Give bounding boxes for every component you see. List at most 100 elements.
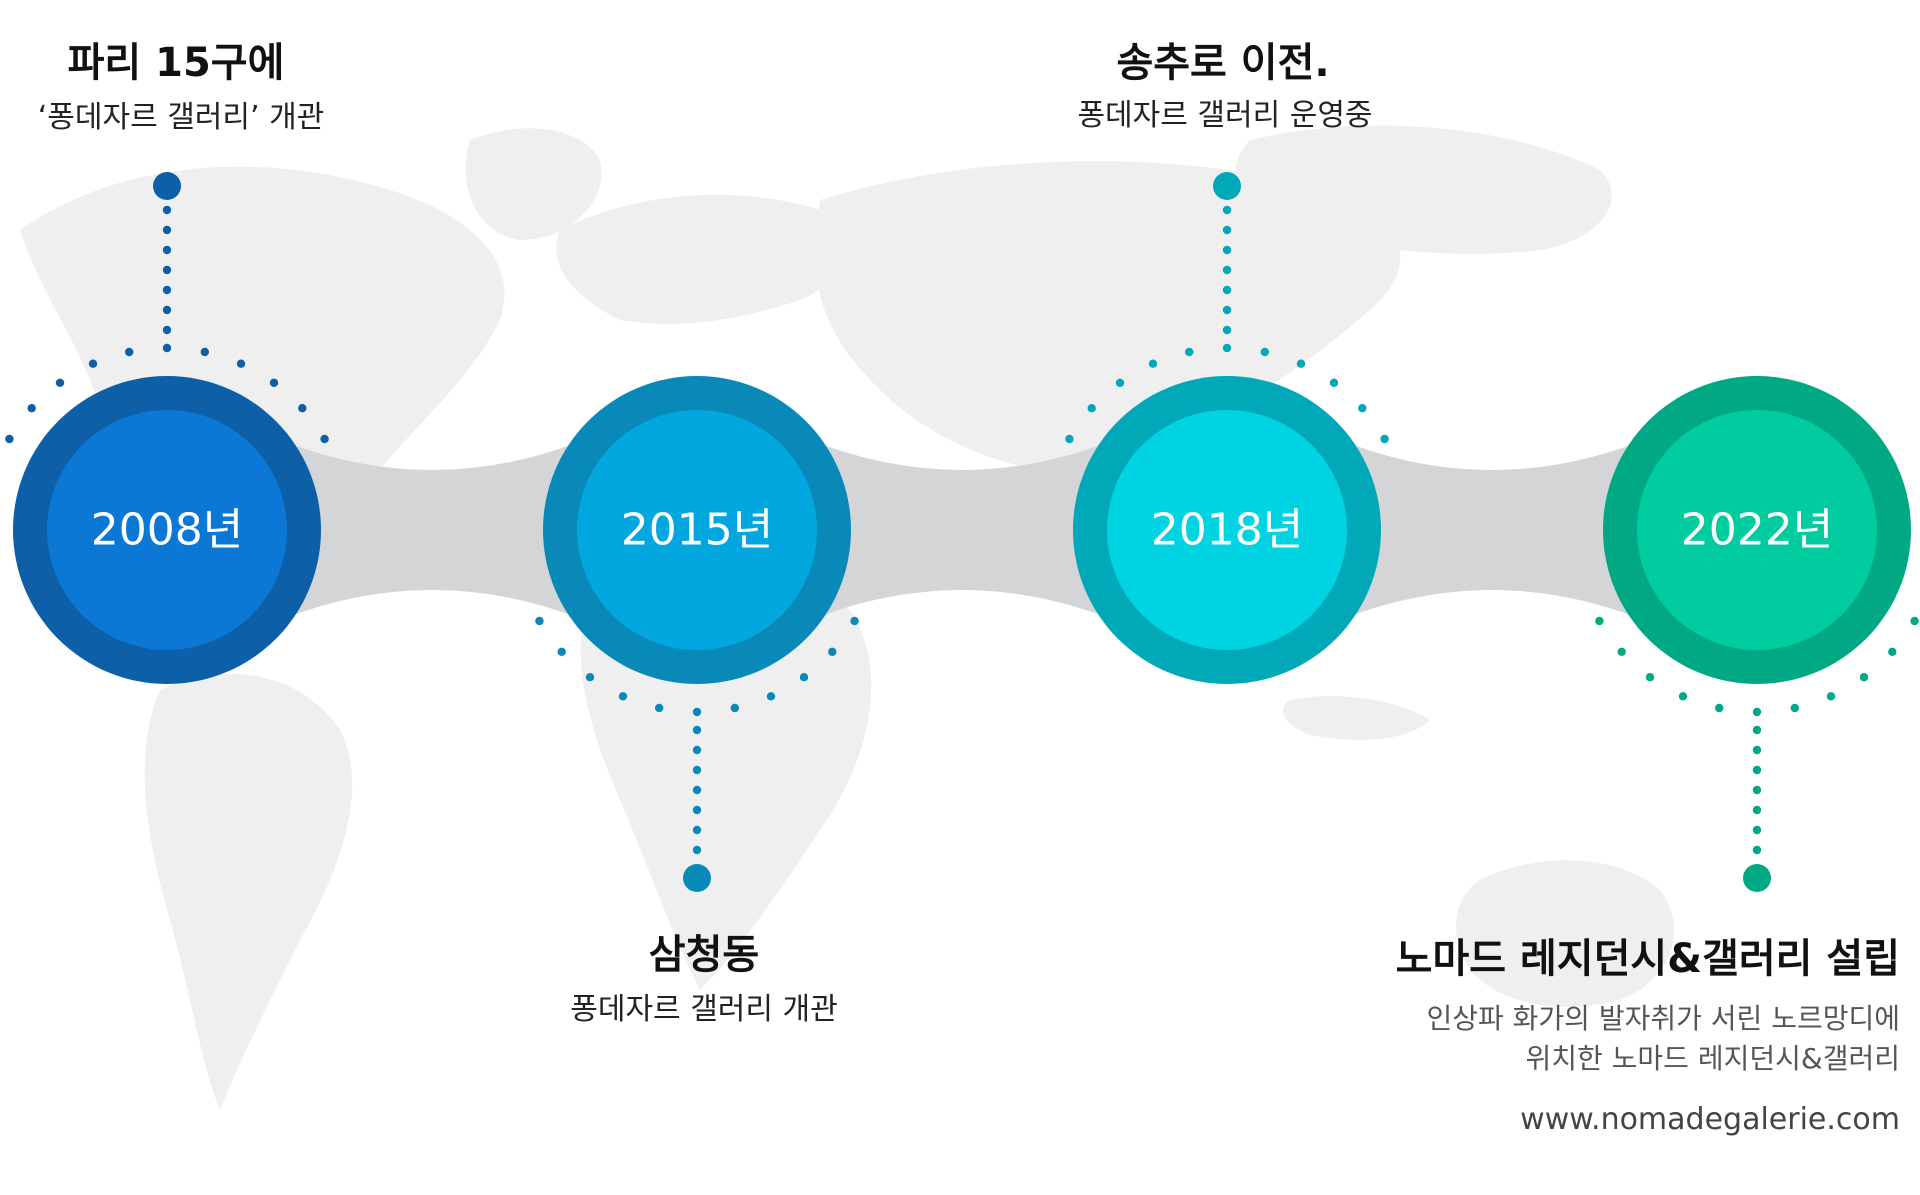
guide-arc-dot-4-11 (1910, 616, 1919, 626)
guide-arc-dot-4-1 (1595, 616, 1604, 626)
south-america-shape (144, 673, 353, 1110)
circle-core-2 (577, 410, 817, 650)
guide-line-dot-4-5 (1752, 805, 1762, 815)
milestone-2008-description: ‘퐁데자르 갤러리’ 개관 (37, 100, 325, 135)
guide-arc-dot-4-2 (1617, 647, 1626, 656)
connector-1 (257, 430, 607, 630)
timeline-connectors (257, 430, 1667, 630)
guide-arc-dot-3-11 (1380, 434, 1389, 444)
guide-arc-dot-4-9 (1859, 673, 1869, 682)
guide-arc-dot-2-8 (766, 692, 776, 701)
guide-line-dot-4-3 (1752, 765, 1762, 775)
guide-line-dot-1-6 (162, 225, 172, 235)
guide-arc-dot-1-4 (88, 359, 98, 368)
guide-arc-dot-4-8 (1826, 692, 1836, 701)
guide-arc-dot-3-9 (1329, 378, 1339, 387)
guide-arc-dot-2-2 (557, 647, 566, 656)
guide-line-dot-4-6 (1752, 825, 1762, 835)
guide-arc-dot-3-2 (1087, 404, 1096, 413)
guide-arc-dot-2-10 (828, 647, 837, 656)
guide-arc-dot-1-5 (125, 347, 134, 357)
milestone-2022-title: 노마드 레지던시&갤러리 설립 (1395, 936, 1900, 982)
milestone-2018-title: 송추로 이전. (1116, 40, 1330, 86)
guide-arc-dot-2-1 (535, 616, 544, 626)
guide-line-dot-3-3 (1222, 285, 1232, 295)
guide-line-dot-1-2 (162, 305, 172, 315)
guide-end-dot-3 (1213, 172, 1241, 200)
guide-arc-dot-2-11 (850, 616, 859, 626)
guide-arc-dot-3-1 (1065, 434, 1074, 444)
europe-shape (556, 194, 845, 324)
guide-arc-dot-3-5 (1185, 347, 1194, 357)
guide-line-dot-2-4 (692, 785, 702, 795)
guide-arc-dot-1-10 (298, 404, 307, 413)
guide-line-dot-3-4 (1222, 265, 1232, 275)
guide-line-dot-1-7 (162, 205, 172, 215)
guide-arc-dot-4-10 (1888, 647, 1897, 656)
guide-arc-dot-2-6 (692, 707, 702, 717)
milestone-2015-description: 퐁데자르 갤러리 개관 (570, 992, 838, 1027)
north-america-shape (20, 166, 505, 590)
guide-line-dot-3-6 (1222, 225, 1232, 235)
guide-arc-dot-1-3 (55, 378, 65, 387)
guide-arc-dot-1-11 (320, 434, 329, 444)
asia-north-shape (1235, 125, 1612, 254)
guide-arc-dot-1-8 (236, 359, 246, 368)
year-label-2: 2015년 (621, 505, 773, 556)
circle-core-1 (47, 410, 287, 650)
guide-line-dot-3-2 (1222, 305, 1232, 315)
guide-arc-dot-1-6 (162, 343, 172, 353)
timeline-circles: 2008년 2015년 2018년 2022년 (13, 376, 1911, 684)
guide-arc-dot-3-4 (1148, 359, 1158, 368)
guide-line-dot-4-1 (1752, 725, 1762, 735)
guide-arc-dot-2-9 (799, 673, 809, 682)
guide-end-dot-1 (153, 172, 181, 200)
guide-line-dot-2-1 (692, 725, 702, 735)
guide-line-dot-3-5 (1222, 245, 1232, 255)
guide-arc-dot-1-7 (200, 347, 209, 357)
year-label-3: 2018년 (1151, 505, 1303, 556)
guide-line-dot-3-7 (1222, 205, 1232, 215)
greenland-shape (465, 128, 602, 240)
milestone-2018-description: 퐁데자르 갤러리 운영중 (1077, 98, 1373, 133)
guide-arc-dot-3-8 (1296, 359, 1306, 368)
guide-arc-dot-2-4 (618, 692, 628, 701)
timeline-dot-guides (5, 172, 1919, 892)
guide-line-dot-3-1 (1222, 325, 1232, 335)
australia-shape (1456, 860, 1675, 1007)
guide-line-dot-1-5 (162, 245, 172, 255)
circle-core-4 (1637, 410, 1877, 650)
year-label-1: 2008년 (91, 505, 243, 556)
circle-core-3 (1107, 410, 1347, 650)
guide-line-dot-4-7 (1752, 845, 1762, 855)
guide-arc-dot-3-6 (1222, 343, 1232, 353)
guide-line-dot-2-3 (692, 765, 702, 775)
guide-end-dot-4 (1743, 864, 1771, 892)
guide-arc-dot-2-3 (585, 673, 595, 682)
guide-arc-dot-2-5 (655, 703, 664, 713)
milestone-2008-title: 파리 15구에 (67, 40, 285, 86)
guide-line-dot-2-5 (692, 805, 702, 815)
guide-arc-dot-4-6 (1752, 707, 1762, 717)
guide-arc-dot-1-1 (5, 434, 14, 444)
guide-arc-dot-1-9 (269, 378, 279, 387)
guide-line-dot-1-3 (162, 285, 172, 295)
guide-line-dot-4-4 (1752, 785, 1762, 795)
guide-line-dot-2-7 (692, 845, 702, 855)
guide-arc-dot-1-2 (27, 404, 36, 413)
guide-arc-dot-3-10 (1358, 404, 1367, 413)
guide-line-dot-1-1 (162, 325, 172, 335)
year-label-4: 2022년 (1681, 505, 1833, 556)
guide-arc-dot-4-3 (1645, 673, 1655, 682)
guide-line-dot-2-6 (692, 825, 702, 835)
indonesia-shape (1282, 696, 1430, 740)
connector-2 (787, 430, 1137, 630)
guide-arc-dot-3-3 (1115, 378, 1125, 387)
guide-end-dot-2 (683, 864, 711, 892)
website-url[interactable]: www.nomadegalerie.com (1520, 1102, 1900, 1137)
milestone-2022-description-line-1: 인상파 화가의 발자취가 서린 노르망디에 (1426, 1002, 1900, 1035)
guide-arc-dot-4-5 (1715, 703, 1724, 713)
guide-arc-dot-2-7 (730, 703, 739, 713)
guide-line-dot-2-2 (692, 745, 702, 755)
